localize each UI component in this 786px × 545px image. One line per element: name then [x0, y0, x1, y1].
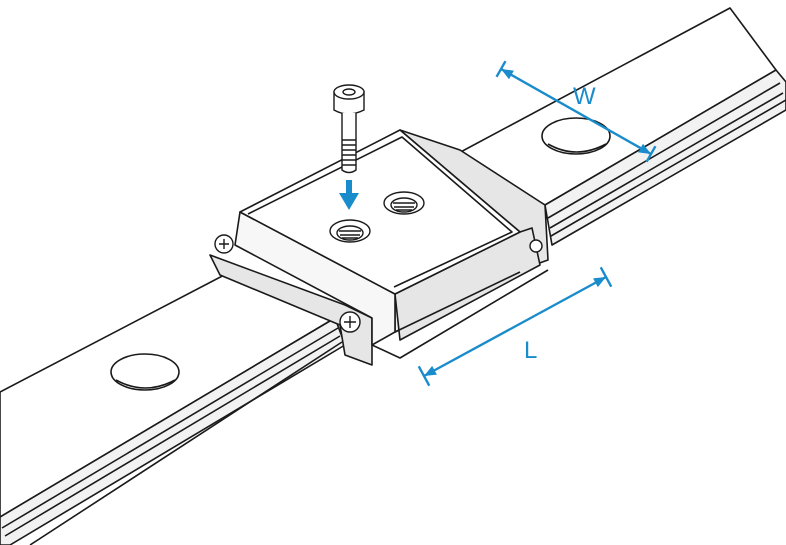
width-dimension	[495, 60, 657, 163]
rail-groove-near-1	[1, 327, 339, 529]
rail-hole-near	[110, 353, 180, 391]
insert-arrow-head	[339, 193, 359, 210]
width-dimension-arrowhead-end	[638, 143, 651, 154]
rail-top-near	[0, 271, 336, 518]
carriage-block	[209, 129, 549, 366]
width-dimension-line	[500, 67, 652, 156]
rail-groove-far-3	[550, 99, 786, 237]
carriage-chamfer	[247, 136, 513, 288]
width-label: W	[573, 83, 596, 110]
rail-groove-near-3	[29, 341, 343, 545]
carriage-tapped-holes	[329, 191, 425, 243]
rail-groove-far-1	[547, 82, 781, 219]
rail-mounting-holes	[110, 117, 611, 391]
length-dimension-arrowhead-end	[593, 277, 606, 288]
insert-arrow-icon	[339, 180, 359, 210]
carriage-endplate-near	[209, 254, 373, 366]
length-dimension-arrowhead-start	[424, 365, 437, 376]
guide-rail	[0, 7, 786, 545]
length-label: L	[524, 337, 537, 364]
screw-icon	[333, 84, 365, 174]
rail-groove-far-2	[549, 92, 784, 229]
width-dimension-arrowhead-start	[501, 69, 514, 80]
rail-hole-far	[541, 117, 611, 155]
screw-shank	[341, 113, 357, 174]
length-dimension	[417, 266, 613, 387]
length-dimension-line	[423, 275, 607, 378]
end-seal-screws	[214, 234, 543, 333]
end-screw-far	[529, 239, 543, 253]
rail-groove-near-2	[4, 335, 341, 537]
